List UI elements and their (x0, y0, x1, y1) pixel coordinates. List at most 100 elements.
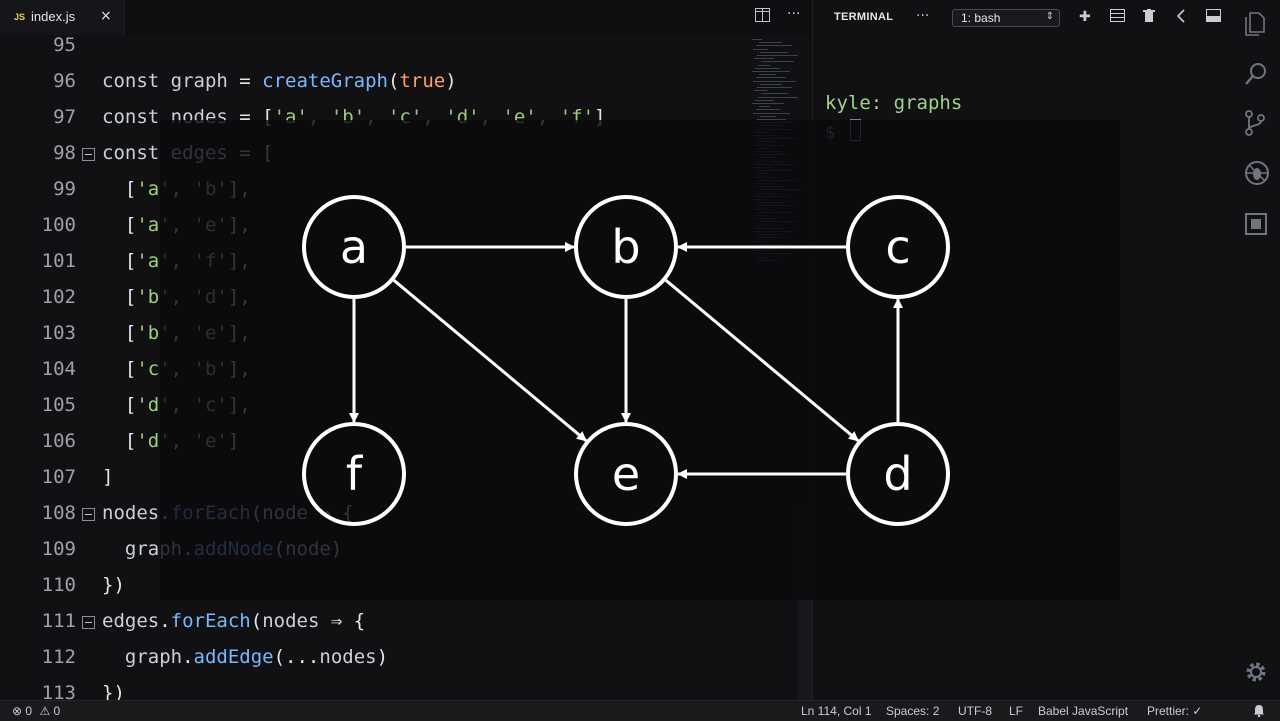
indentation-setting[interactable]: Spaces: 2 (886, 704, 940, 718)
graph-node-label: d (883, 447, 912, 501)
code-line[interactable]: }) (102, 574, 125, 596)
close-tab-icon[interactable]: × (100, 8, 112, 24)
code-token: [ (102, 286, 137, 308)
graph-node-label: f (346, 447, 364, 501)
source-control-icon[interactable] (1244, 110, 1266, 142)
code-token: [ (102, 322, 137, 344)
code-token: nodes (102, 502, 160, 524)
code-token: addEdge (193, 646, 274, 668)
code-token: const (102, 142, 171, 164)
line-number: 101 (41, 250, 76, 272)
code-token: const (102, 106, 171, 128)
code-token: , (422, 106, 446, 128)
minimap-line (754, 58, 774, 60)
terminal-more-icon[interactable]: ··· (916, 8, 930, 24)
code-token: , (365, 106, 389, 128)
minimap-line (752, 103, 784, 104)
code-token: }) (102, 574, 125, 596)
graph-node-circle (846, 422, 950, 526)
minimap-line (753, 112, 790, 114)
line-number: 112 (41, 646, 76, 668)
code-line[interactable]: }) (102, 682, 125, 700)
graph-node-label: c (885, 220, 910, 274)
end-of-line[interactable]: LF (1009, 704, 1024, 718)
graph-node-a: a (302, 195, 406, 299)
code-token: ] (102, 466, 114, 488)
language-mode[interactable]: Babel JavaScript (1038, 704, 1129, 718)
code-line[interactable]: edges.forEach(nodes ⇒ { (102, 610, 365, 632)
terminal-prompt-user: kyle: graphs (825, 92, 963, 114)
code-token: ) (445, 70, 457, 92)
chevron-left-icon[interactable] (1176, 9, 1186, 27)
split-terminal-icon[interactable] (1110, 9, 1125, 26)
code-token: true (399, 70, 446, 92)
code-token: graph (102, 646, 183, 668)
minimap-line (753, 80, 796, 82)
line-number: 109 (41, 538, 76, 560)
file-encoding[interactable]: UTF-8 (958, 704, 992, 718)
code-token: [ (102, 214, 137, 236)
graph-edge-b-d (664, 279, 860, 442)
minimap-line (759, 42, 782, 44)
code-line[interactable]: const graph = createGraph(true) (102, 70, 457, 92)
fold-toggle-icon[interactable] (82, 148, 95, 161)
problems-indicator[interactable]: ⊗ 0 ⚠ 0 (12, 704, 60, 718)
minimap-line (761, 93, 788, 95)
minimap-line (753, 48, 768, 50)
code-token: = (239, 70, 263, 92)
code-token: edges (102, 610, 160, 632)
minimap-line (757, 119, 786, 120)
line-number: 96 (53, 70, 76, 92)
minimap-line (752, 71, 790, 72)
fold-toggle-icon[interactable] (82, 508, 95, 521)
debug-icon[interactable] (1244, 160, 1270, 192)
graph-node-label: e (612, 447, 640, 501)
settings-gear-icon[interactable] (1244, 660, 1268, 690)
minimap-line (761, 61, 794, 63)
graph-node-d: d (846, 422, 950, 526)
explorer-icon[interactable] (1244, 12, 1266, 42)
notifications-bell-icon[interactable] (1253, 704, 1265, 720)
fold-toggle-icon[interactable] (82, 616, 95, 629)
editor-tab-bar: JS index.js × ··· (0, 0, 812, 35)
line-number: 111 (41, 610, 76, 632)
split-editor-icon[interactable] (755, 8, 770, 26)
minimap-line (752, 39, 762, 40)
minimap-line (757, 55, 798, 56)
line-number: 103 (41, 322, 76, 344)
status-bar: ⊗ 0 ⚠ 0 Ln 114, Col 1 Spaces: 2 UTF-8 LF… (0, 700, 1280, 721)
minimap-line (760, 115, 776, 117)
terminal-title: TERMINAL (834, 11, 894, 23)
editor-more-actions-icon[interactable]: ··· (787, 6, 801, 22)
trash-icon[interactable] (1143, 9, 1155, 27)
error-count: 0 (25, 704, 33, 718)
maximize-panel-icon[interactable] (1206, 9, 1221, 26)
line-number: 108 (41, 502, 76, 524)
graph-node-label: a (340, 220, 368, 274)
line-number: 113 (41, 682, 76, 700)
plus-icon[interactable]: ✚ (1079, 9, 1091, 25)
terminal-shell-select[interactable]: 1: bash ⇕ (952, 9, 1060, 27)
line-number: 110 (41, 574, 76, 596)
minimap-line (759, 74, 776, 76)
graph-node-circle (574, 195, 678, 299)
cursor-position[interactable]: Ln 114, Col 1 (801, 704, 872, 718)
code-token: graph (170, 70, 240, 92)
line-number: 97 (53, 106, 76, 128)
tab-index-js[interactable]: JS index.js × (0, 0, 125, 35)
code-line[interactable]: ] (102, 466, 113, 488)
line-number: 98 (53, 142, 76, 164)
code-token: ] (594, 106, 606, 128)
graph-node-circle (574, 422, 678, 526)
error-icon: ⊗ (12, 704, 23, 718)
extensions-icon[interactable] (1244, 212, 1268, 242)
graph-node-circle (846, 195, 950, 299)
line-number: 106 (41, 430, 76, 452)
minimap-line (755, 67, 780, 69)
code-line[interactable]: graph.addEdge(...nodes) (102, 646, 388, 668)
prettier-status[interactable]: Prettier: ✓ (1147, 704, 1203, 718)
line-number: 102 (41, 286, 76, 308)
minimap-line (760, 83, 782, 85)
minimap-line (760, 51, 788, 53)
search-icon[interactable] (1244, 62, 1268, 92)
